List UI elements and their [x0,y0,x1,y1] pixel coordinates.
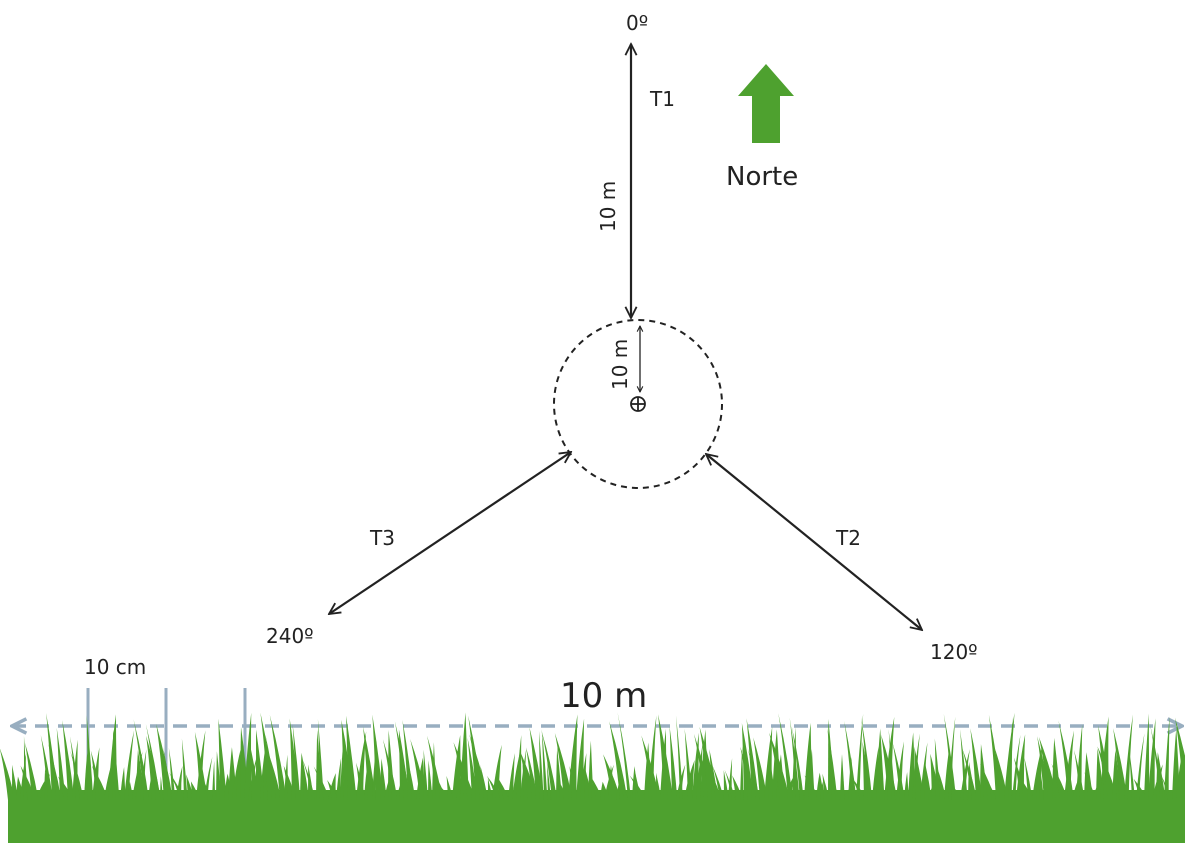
north-arrow-icon [738,64,794,143]
t1-label: T1 [649,87,675,111]
t1-length-label: 10 m [596,181,620,232]
plot-center-icon [631,397,645,411]
transect-t2-line [706,454,922,630]
transect-t3-line [329,452,571,614]
t2-label: T2 [835,526,861,550]
t3-angle-label: 240º [266,624,314,648]
scale-interval-label: 10 cm [84,655,146,679]
t1-angle-label: 0º [626,11,648,35]
scale-length-label: 10 m [560,676,647,716]
north-label: Norte [726,162,798,192]
t3-label: T3 [369,526,395,550]
grass-illustration [0,712,1185,843]
t2-angle-label: 120º [930,640,978,664]
plot-radius-label: 10 m [608,339,632,390]
